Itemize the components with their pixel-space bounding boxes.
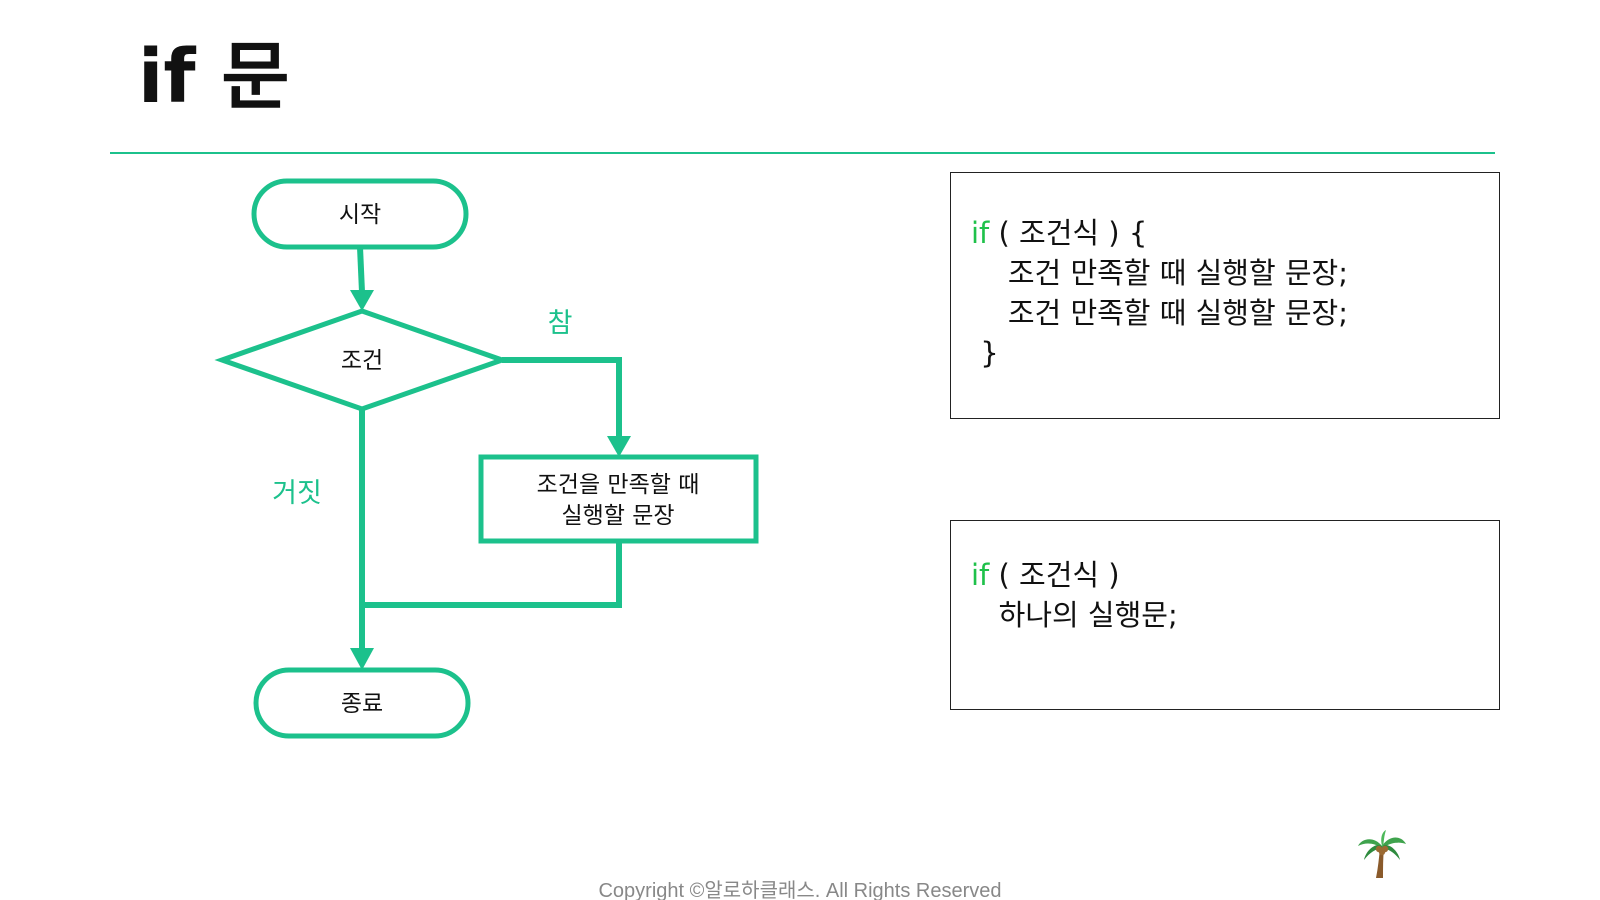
- page-title: if 문: [138, 34, 290, 120]
- code-block-single-statement: if ( 조건식 ) 하나의 실행문;: [950, 520, 1500, 710]
- title-divider: [110, 152, 1495, 154]
- copyright-footer: Copyright ©알로하클래스. All Rights Reserved: [598, 880, 1002, 900]
- end-label: 종료: [341, 691, 383, 717]
- true-label: 참: [548, 308, 573, 339]
- start-label: 시작: [339, 202, 381, 228]
- condition-label: 조건: [341, 348, 383, 374]
- action-label-line2: 실행할 문장: [561, 503, 674, 529]
- merge-line: [362, 541, 622, 608]
- code-condition: ( 조건식 ): [989, 558, 1120, 592]
- action-box: [478, 454, 759, 544]
- code-line-1: if ( 조건식 ): [971, 555, 1499, 595]
- arrowhead-condition: [350, 290, 374, 311]
- code-line-2: 조건 만족할 때 실행할 문장;: [971, 256, 1348, 290]
- false-label: 거짓: [272, 478, 322, 509]
- code-line-2: 하나의 실행문;: [971, 598, 1178, 632]
- end-terminator: [253, 667, 471, 739]
- code-condition: ( 조건식 ) {: [989, 216, 1148, 250]
- code-block-multi-statement: if ( 조건식 ) { 조건 만족할 때 실행할 문장; 조건 만족할 때 실…: [950, 172, 1500, 419]
- palm-tree-icon: [1358, 830, 1406, 878]
- code-line-3: 조건 만족할 때 실행할 문장;: [971, 296, 1348, 330]
- true-branch-line: [502, 357, 622, 438]
- arrowhead-end: [350, 648, 374, 670]
- arrow-start-to-condition: [357, 246, 365, 293]
- if-keyword: if: [971, 558, 990, 592]
- arrowhead-action: [607, 436, 631, 457]
- if-keyword: if: [971, 216, 990, 250]
- if-flowchart: 시작 조건 참 조건을 만족할 때 실행할 문장 거짓 종료: [214, 178, 759, 739]
- action-label-line1: 조건을 만족할 때: [537, 472, 700, 498]
- code-line-1: if ( 조건식 ) {: [971, 213, 1499, 253]
- code-line-4: }: [971, 336, 999, 370]
